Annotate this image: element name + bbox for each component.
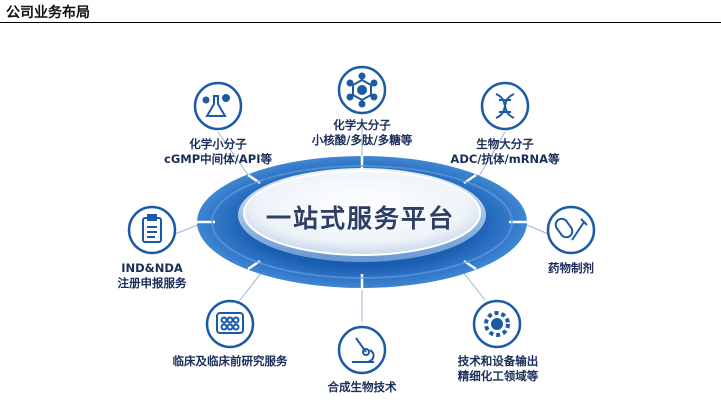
center-plate bbox=[243, 170, 481, 256]
node-title: 技术和设备输出 bbox=[457, 354, 539, 368]
node-title: 化学小分子 bbox=[189, 137, 247, 151]
node-subtitle: ADC/抗体/mRNA等 bbox=[450, 152, 560, 166]
node-synbio: 合成生物技术 bbox=[312, 380, 412, 395]
node-ind-nda: IND&NDA 注册申报服务 bbox=[100, 261, 204, 291]
node-biologic: 生物大分子 ADC/抗体/mRNA等 bbox=[445, 137, 565, 167]
section-title: 公司业务布局 bbox=[6, 5, 90, 21]
dna-icon bbox=[495, 93, 515, 119]
microscope-icon bbox=[352, 337, 375, 363]
node-subtitle: 注册申报服务 bbox=[117, 276, 187, 290]
node-title: 合成生物技术 bbox=[327, 380, 397, 394]
pill-syringe-icon bbox=[554, 217, 588, 241]
node-large-molecule-chem: 化学大分子 小核酸/多肽/多糖等 bbox=[302, 118, 422, 148]
node-title: IND&NDA bbox=[121, 261, 183, 275]
node-subtitle: cGMP中间体/API等 bbox=[164, 152, 272, 166]
section-header: 公司业务布局 bbox=[0, 0, 721, 23]
node-title: 临床及临床前研究服务 bbox=[172, 354, 288, 368]
node-title: 化学大分子 bbox=[333, 118, 391, 132]
pill-pack-icon bbox=[216, 312, 244, 334]
ring-highlight bbox=[211, 165, 513, 279]
node-tech-output: 技术和设备输出 精细化工领域等 bbox=[440, 354, 556, 384]
molecule-network-icon bbox=[346, 72, 378, 108]
flask-molecule-icon bbox=[202, 94, 230, 117]
clipboard-icon bbox=[142, 214, 162, 243]
node-clinical: 临床及临床前研究服务 bbox=[160, 354, 300, 369]
node-title: 药物制剂 bbox=[548, 261, 594, 275]
gear-cells-icon bbox=[484, 311, 510, 337]
node-small-molecule: 化学小分子 cGMP中间体/API等 bbox=[158, 137, 278, 167]
node-subtitle: 精细化工领域等 bbox=[457, 369, 539, 383]
node-pharma: 药物制剂 bbox=[531, 261, 611, 276]
node-subtitle: 小核酸/多肽/多糖等 bbox=[311, 133, 413, 147]
node-title: 生物大分子 bbox=[476, 137, 534, 151]
center-platform-label: 一站式服务平台 bbox=[265, 204, 455, 233]
